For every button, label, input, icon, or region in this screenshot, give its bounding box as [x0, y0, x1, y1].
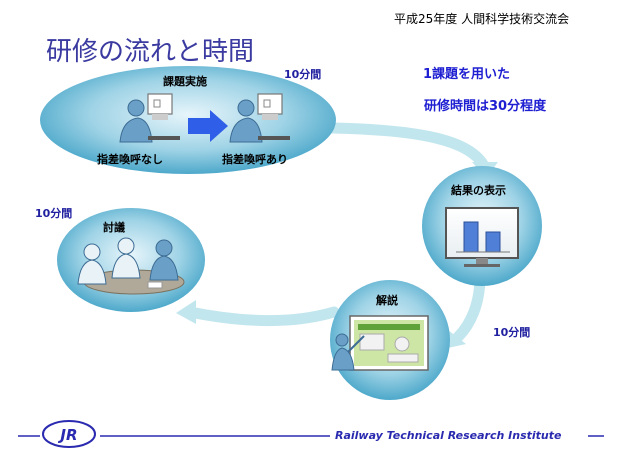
result-label: 結果の表示	[451, 184, 506, 197]
person-icon	[119, 93, 180, 143]
meeting-icon	[77, 237, 185, 295]
task-time: 10分間	[284, 68, 322, 81]
footer-text: Railway Technical Research Institute	[335, 429, 562, 442]
task-right-label: 指差喚呼あり	[222, 153, 288, 166]
explain-label: 解説	[376, 294, 398, 307]
discuss-time: 10分間	[35, 207, 73, 220]
monitor-icon	[445, 207, 519, 267]
presentation-icon	[331, 315, 429, 371]
note-line-1: 1課題を用いた	[423, 67, 511, 82]
task-label: 課題実施	[163, 75, 207, 88]
note-line-2: 研修時間は30分程度	[424, 99, 547, 114]
progress-arrow-icon	[188, 110, 228, 142]
header-org: 平成25年度 人間科学技術交流会	[394, 12, 570, 26]
task-left-label: 指差喚呼なし	[97, 153, 163, 166]
jr-logo: JR	[42, 420, 96, 448]
explain-time: 10分間	[493, 326, 531, 339]
discuss-label: 討議	[103, 221, 125, 234]
person-icon	[229, 93, 290, 143]
svg-text:JR: JR	[57, 426, 77, 444]
page-title: 研修の流れと時間	[46, 37, 255, 67]
